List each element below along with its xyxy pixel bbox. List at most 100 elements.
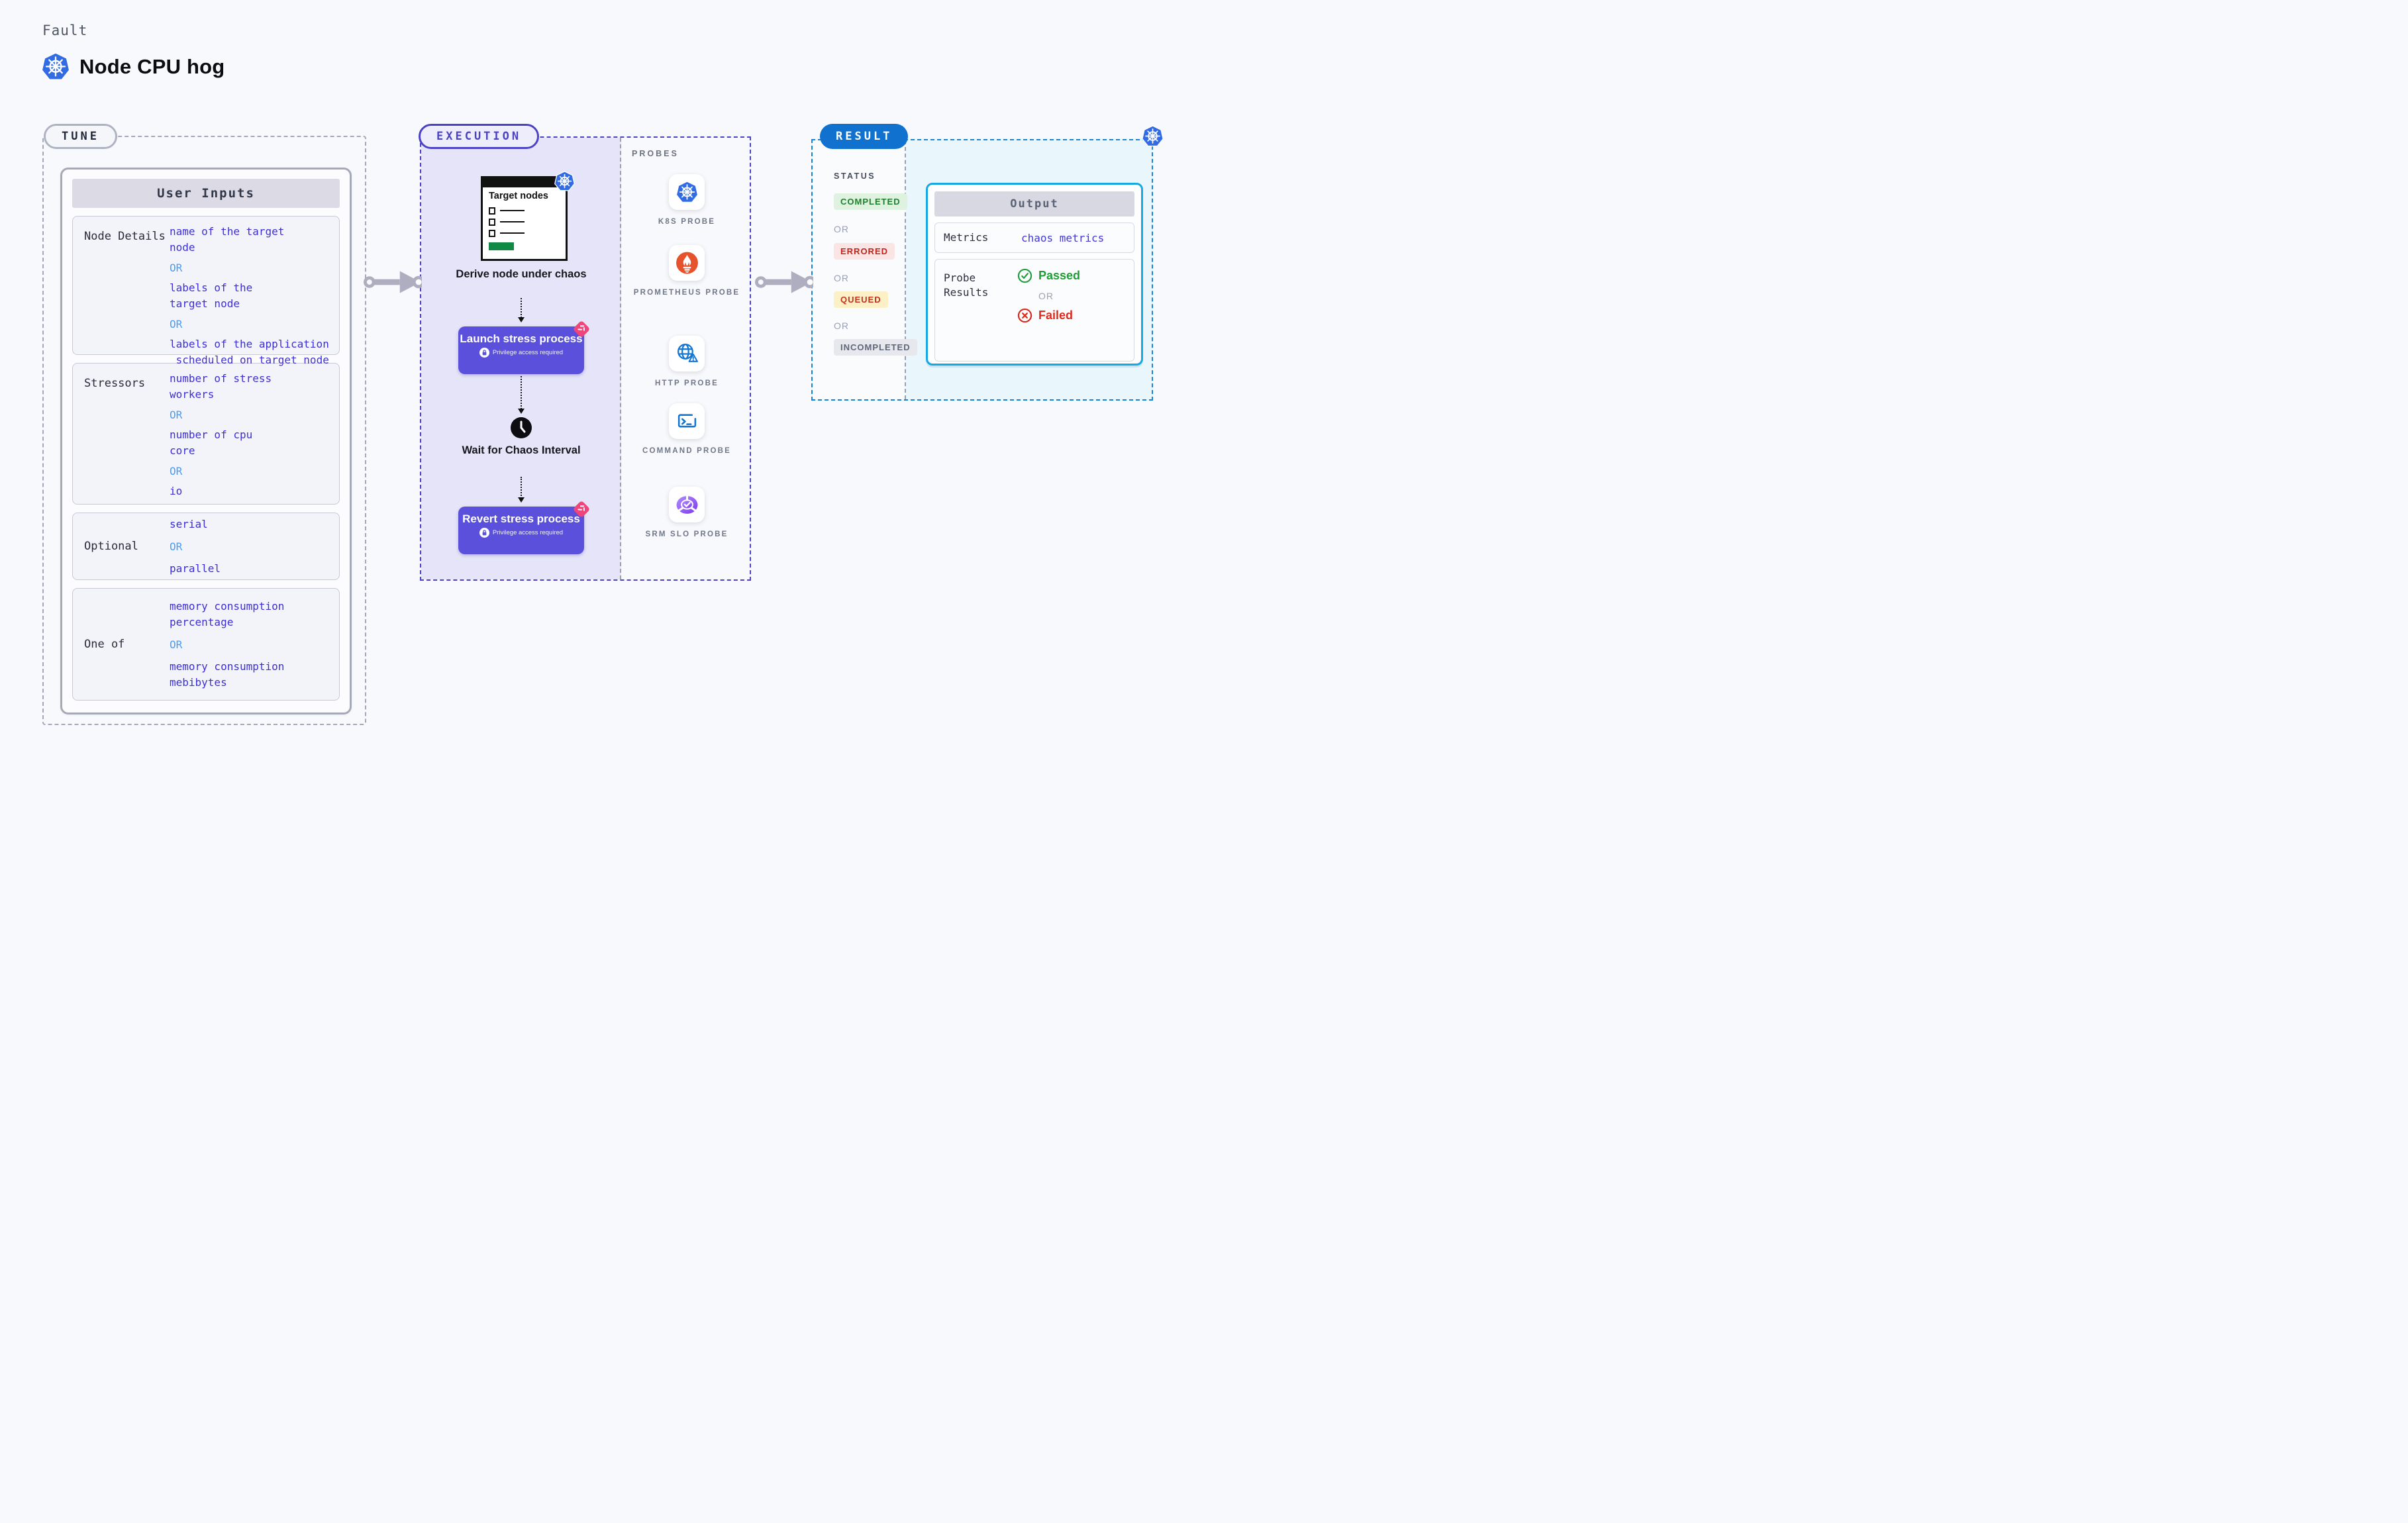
row-label: One of <box>84 638 125 651</box>
lock-icon <box>479 528 489 538</box>
chaos-icon <box>572 500 591 518</box>
status-badge-completed: COMPLETED <box>834 193 907 210</box>
probe-label: K8S PROBE <box>658 218 716 226</box>
flow-down-arrow <box>518 477 525 503</box>
step-title: Launch stress process <box>460 332 583 345</box>
check-circle-icon <box>1017 268 1032 283</box>
input-option: memory consumption percentage <box>170 599 285 628</box>
x-circle-icon <box>1017 308 1032 323</box>
status-title: STATUS <box>834 172 876 181</box>
or-separator: OR <box>834 224 849 234</box>
probe-results-label: Probe Results <box>944 271 989 299</box>
metrics-label: Metrics <box>944 231 989 244</box>
clock-icon <box>511 417 532 438</box>
input-option: io <box>170 485 183 497</box>
result-panel: STATUS COMPLETED OR ERRORED OR QUEUED OR… <box>811 139 1153 401</box>
probe-label: PROMETHEUS PROBE <box>633 289 740 297</box>
probes-to-result-arrow <box>755 269 813 295</box>
status-column: STATUS COMPLETED OR ERRORED OR QUEUED OR… <box>813 140 917 399</box>
probe-srm-slo: SRM SLO PROBE <box>621 487 752 541</box>
chaos-icon <box>572 320 591 338</box>
checklist-item <box>483 229 566 237</box>
input-option: labels of the application scheduled on t… <box>170 338 329 366</box>
input-option: number of cpu core <box>170 428 253 457</box>
probe-command: COMMAND PROBE <box>621 403 752 458</box>
kubernetes-icon <box>1142 125 1164 148</box>
input-row-node-details: Node Details name of the target node OR … <box>72 216 340 366</box>
flow-down-arrow <box>518 298 525 322</box>
row-label: Node Details <box>84 230 166 243</box>
input-row-one-of: One of memory consumption percentage OR … <box>72 588 340 701</box>
metrics-row: Metrics chaos metrics <box>934 222 1134 253</box>
input-row-stressors: Stressors number of stress workers OR nu… <box>72 363 340 505</box>
page-header: Node CPU hog <box>41 52 225 82</box>
metrics-value: chaos metrics <box>1021 231 1105 244</box>
input-option: parallel <box>170 562 221 575</box>
input-option: serial <box>170 517 208 530</box>
launch-stress-process-step: Launch stress process Privilege access r… <box>458 326 584 374</box>
execution-badge: EXECUTION <box>419 124 540 149</box>
or-separator: OR <box>170 318 183 330</box>
or-separator: OR <box>170 540 183 553</box>
doc-titlebar <box>483 178 566 187</box>
globe-warning-icon <box>669 336 705 371</box>
probe-prometheus: PROMETHEUS PROBE <box>621 245 752 299</box>
or-separator: OR <box>834 273 849 283</box>
failed-result: Failed <box>1017 308 1134 323</box>
output-header: Output <box>934 191 1134 217</box>
execution-panel: Target nodes Derive node under chaos Lau… <box>420 136 751 581</box>
target-nodes-label: Target nodes <box>489 191 548 201</box>
privilege-note: Privilege access required <box>492 349 564 357</box>
user-inputs-card: User Inputs Node Details name of the tar… <box>60 168 352 714</box>
progress-bar <box>489 242 514 250</box>
or-separator: OR <box>170 465 183 477</box>
user-inputs-header: User Inputs <box>72 179 340 208</box>
flow-down-arrow <box>518 376 525 414</box>
kubernetes-icon <box>669 174 705 210</box>
or-separator: OR <box>1038 291 1054 301</box>
revert-stress-process-step: Revert stress process Privilege access r… <box>458 507 584 554</box>
input-option: number of stress workers <box>170 372 272 401</box>
row-label: Stressors <box>84 377 146 390</box>
or-separator: OR <box>170 262 183 274</box>
tune-panel: User Inputs Node Details name of the tar… <box>42 136 366 725</box>
wait-interval-caption: Wait for Chaos Interval <box>462 444 581 456</box>
fault-kicker: Fault <box>42 23 88 38</box>
probe-http: HTTP PROBE <box>621 336 752 390</box>
passed-result: Passed <box>1017 268 1134 283</box>
or-separator: OR <box>834 320 849 331</box>
input-row-optional: Optional serial OR parallel <box>72 513 340 580</box>
target-nodes-graphic: Target nodes <box>481 176 568 261</box>
tune-badge: TUNE <box>44 124 117 149</box>
status-badge-queued: QUEUED <box>834 291 888 308</box>
row-label: Optional <box>84 540 138 553</box>
probes-title: PROBES <box>632 149 679 158</box>
or-separator: OR <box>170 638 183 651</box>
or-separator: OR <box>170 409 183 421</box>
derive-node-caption: Derive node under chaos <box>456 268 587 280</box>
input-option: name of the target node <box>170 225 285 254</box>
prometheus-icon <box>669 245 705 281</box>
privilege-note: Privilege access required <box>492 529 564 537</box>
probe-label: SRM SLO PROBE <box>645 530 728 538</box>
status-badge-errored: ERRORED <box>834 243 895 260</box>
output-card: Output Metrics chaos metrics Probe Resul… <box>926 183 1143 366</box>
page-title: Node CPU hog <box>79 55 225 78</box>
slo-gauge-icon <box>669 487 705 522</box>
tune-to-execution-arrow <box>364 269 422 295</box>
input-option: memory consumption mebibytes <box>170 660 285 689</box>
lock-icon <box>479 348 489 358</box>
failed-label: Failed <box>1038 309 1074 322</box>
status-badge-incompleted: INCOMPLETED <box>834 339 917 356</box>
probe-label: HTTP PROBE <box>655 379 719 387</box>
step-title: Revert stress process <box>462 513 580 525</box>
checklist-item <box>483 218 566 226</box>
result-badge: RESULT <box>820 124 909 149</box>
terminal-icon <box>669 403 705 439</box>
probe-k8s: K8S PROBE <box>621 174 752 228</box>
kubernetes-icon <box>41 52 70 82</box>
checklist-item <box>483 207 566 215</box>
probe-results-row: Probe Results Passed OR Faile <box>934 259 1134 362</box>
probe-label: COMMAND PROBE <box>642 447 731 455</box>
passed-label: Passed <box>1038 269 1081 282</box>
